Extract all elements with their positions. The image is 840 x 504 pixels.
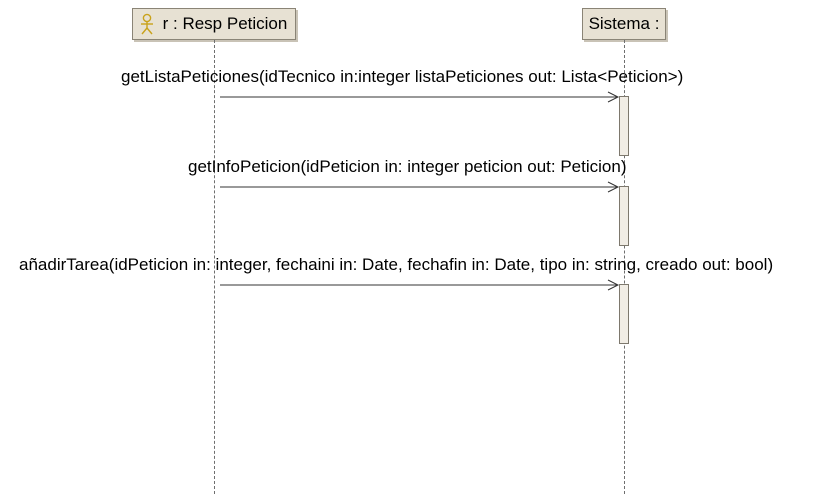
activation-bar-3	[619, 284, 629, 344]
message-arrow-1	[220, 91, 620, 103]
message-label-2: getInfoPeticion(idPeticion in: integer p…	[188, 157, 627, 176]
actor-lifeline-label: r : Resp Peticion	[162, 14, 288, 33]
actor-lifeline	[214, 40, 215, 494]
message-label-1: getListaPeticiones(idTecnico in:integer …	[121, 67, 684, 86]
system-lifeline	[624, 40, 625, 494]
actor-icon	[141, 13, 153, 35]
lifeline-header-system: Sistema :	[582, 8, 666, 40]
message-arrow-2	[220, 181, 620, 193]
message-arrow-3	[220, 279, 620, 291]
activation-bar-1	[619, 96, 629, 156]
message-label-3: añadirTarea(idPeticion in: integer, fech…	[19, 255, 774, 274]
system-lifeline-label: Sistema :	[588, 14, 660, 33]
activation-bar-2	[619, 186, 629, 246]
lifeline-header-actor: r : Resp Peticion	[132, 8, 296, 40]
